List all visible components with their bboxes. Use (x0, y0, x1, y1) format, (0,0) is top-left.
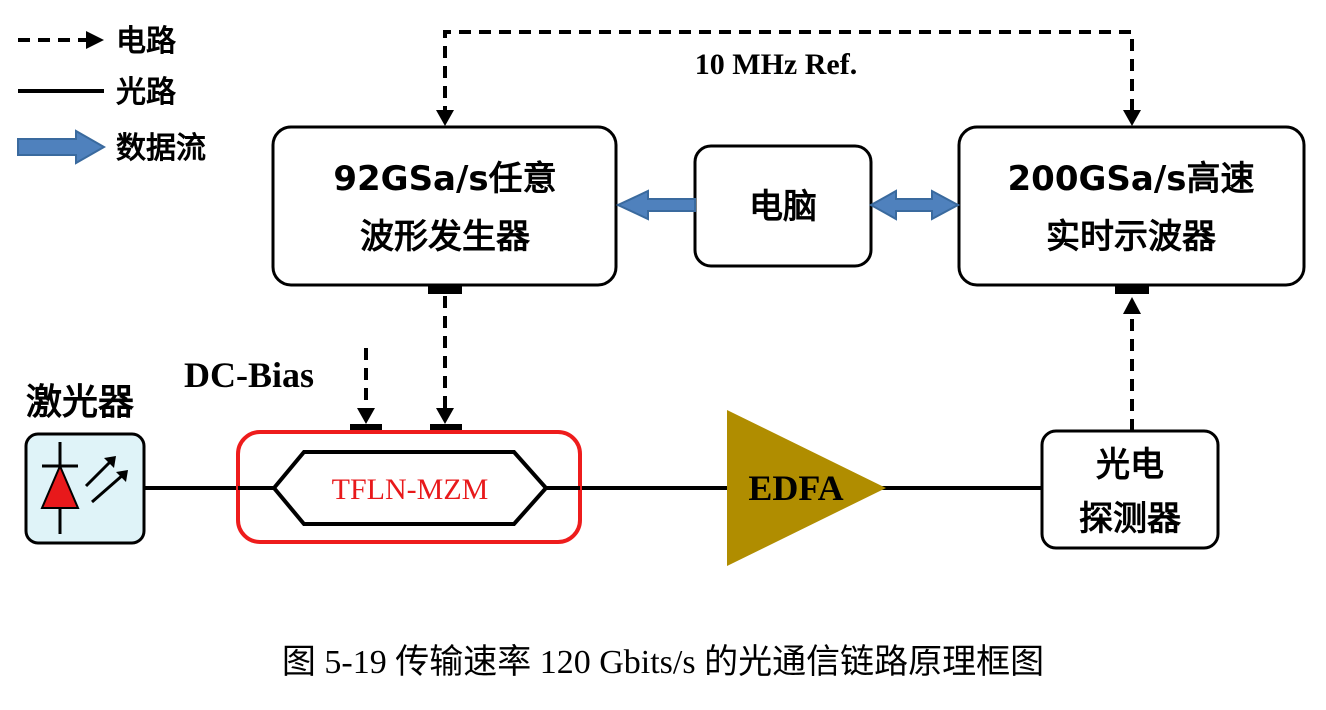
reference-arrowhead-right (1123, 110, 1141, 126)
laser-block: 激光器 (24, 382, 146, 545)
awg-label-line2: 波形发生器 (360, 217, 531, 257)
edfa-amplifier-icon (727, 410, 886, 566)
detector-to-oscilloscope-arrowhead (1123, 297, 1141, 314)
laser-emission-icon (84, 456, 128, 504)
oscilloscope-label-line1: 200GSa/s高速 (1008, 159, 1255, 199)
awg-to-modulator-arrowhead (436, 408, 454, 424)
modulator-bias-port (350, 424, 382, 433)
photodetector-block: 光电 探测器 (1040, 429, 1220, 550)
photodetector-label-line2: 探测器 (1079, 499, 1182, 539)
computer-label: 电脑 (749, 187, 817, 227)
legend: 电路 光路 数据流 (17, 24, 206, 166)
legend-dashed-arrowhead (86, 31, 104, 49)
mzm-waveguide-icon (271, 450, 549, 526)
legend-electrical-label: 电路 (116, 24, 177, 59)
dataflow-arrow-computer-oscilloscope (868, 189, 961, 221)
reference-arrowhead-left (436, 110, 454, 126)
legend-dataflow-arrow (17, 129, 107, 165)
oscilloscope-box (957, 125, 1306, 287)
legend-dataflow-label: 数据流 (116, 131, 206, 166)
laser-label: 激光器 (26, 382, 135, 423)
dc-bias-arrowhead (357, 408, 375, 424)
oscilloscope-label-line2: 实时示波器 (1046, 217, 1217, 257)
awg-label-line1: 92GSa/s任意 (333, 159, 556, 199)
edfa-label: EDFA (748, 468, 843, 508)
edfa-block: EDFA (727, 410, 886, 566)
awg-box (271, 125, 618, 287)
oscilloscope-block: 200GSa/s高速 实时示波器 (957, 125, 1306, 294)
awg-output-port (428, 285, 462, 294)
modulator-block: TFLN-MZM (236, 430, 582, 544)
photodetector-label-line1: 光电 (1096, 445, 1164, 485)
reference-dashed-path (443, 30, 1134, 118)
laser-diode-icon (40, 463, 80, 509)
reference-label: 10 MHz Ref. (695, 48, 857, 81)
oscilloscope-input-port (1115, 285, 1149, 294)
computer-block: 电脑 (693, 144, 873, 268)
dataflow-arrow-computer-to-awg (615, 189, 696, 221)
reference-link: 10 MHz Ref. (436, 30, 1141, 126)
dc-bias-label: DC-Bias (184, 355, 314, 395)
modulator-label: TFLN-MZM (332, 473, 489, 506)
figure-caption: 图 5-19 传输速率 120 Gbits/s 的光通信链路原理框图 (281, 644, 1045, 681)
modulator-rf-port (430, 424, 462, 433)
legend-optical-label: 光路 (116, 75, 177, 110)
awg-block: 92GSa/s任意 波形发生器 (271, 125, 618, 294)
laser-box (24, 432, 146, 545)
